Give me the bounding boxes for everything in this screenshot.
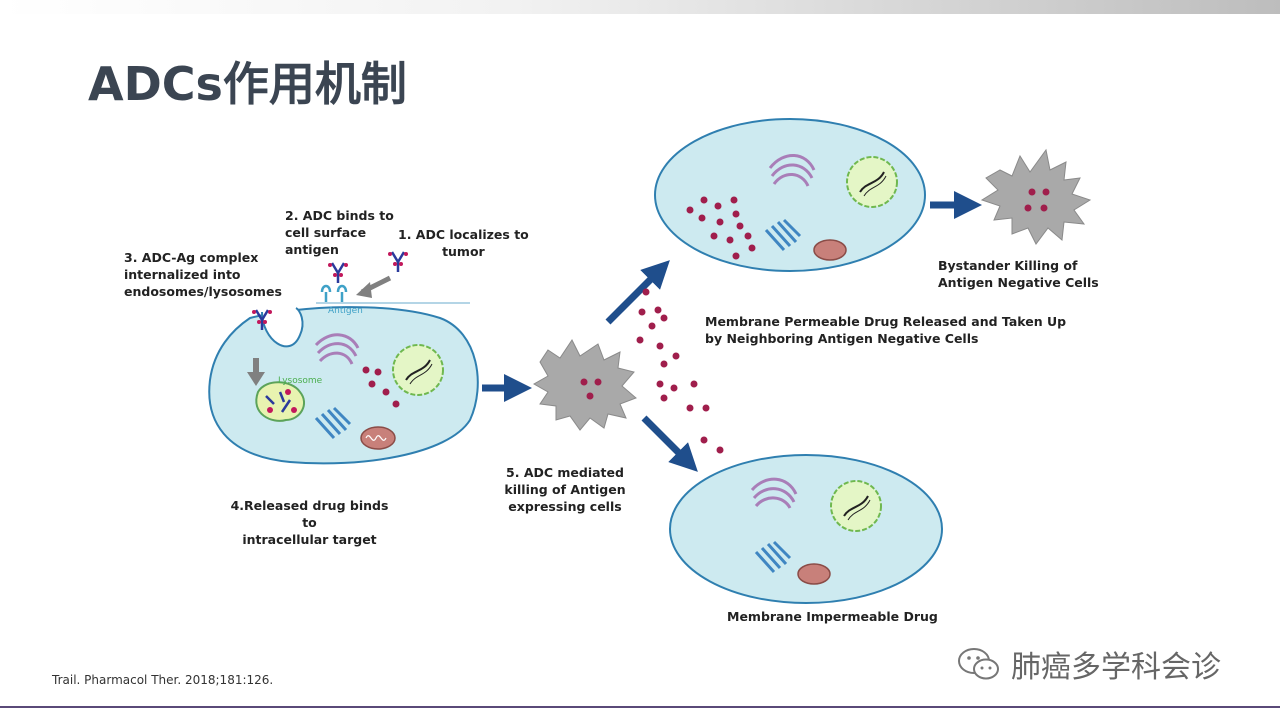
step4-label: 4.Released drug binds to intracellular t… bbox=[230, 498, 389, 547]
lysosome-icon bbox=[255, 381, 305, 422]
watermark-text: 肺癌多学科会诊 bbox=[1011, 650, 1221, 685]
bystander-killing-label: Bystander Killing of Antigen Negative Ce… bbox=[938, 258, 1099, 290]
bystander-killed-cell bbox=[980, 148, 1092, 245]
antigen-negative-cell-impermeable bbox=[669, 454, 943, 604]
step3-label: 3. ADC-Ag complex internalized into endo… bbox=[124, 250, 282, 299]
watermark: 肺癌多学科会诊 bbox=[955, 642, 1221, 686]
nucleus-icon bbox=[392, 344, 444, 396]
er-icon bbox=[314, 406, 352, 440]
step2-label: 2. ADC binds to cell surface antigen bbox=[285, 208, 394, 257]
citation: Trail. Pharmacol Ther. 2018;181:126. bbox=[52, 673, 274, 687]
top-gradient-bar bbox=[0, 0, 1280, 14]
bottom-divider bbox=[0, 706, 1280, 708]
arrow-to-permeable-cell bbox=[605, 260, 670, 325]
antigen-label: Antigen bbox=[328, 306, 363, 316]
step5-label: 5. ADC mediated killing of Antigen expre… bbox=[504, 465, 626, 514]
released-drug-dots bbox=[362, 366, 400, 408]
mitochondrion-icon bbox=[360, 426, 396, 450]
wechat-icon bbox=[958, 648, 999, 680]
membrane-permeable-label: Membrane Permeable Drug Released and Tak… bbox=[705, 314, 1067, 346]
killed-cell bbox=[532, 339, 637, 431]
arrow-to-impermeable-cell bbox=[641, 415, 698, 472]
membrane-impermeable-label: Membrane Impermeable Drug bbox=[727, 609, 938, 624]
slide-title: ADCs作用机制 bbox=[88, 57, 407, 111]
lysosome-label: Lysosome bbox=[278, 376, 323, 386]
diffusing-drug-dots bbox=[636, 288, 724, 454]
surface-adc-icon bbox=[320, 261, 350, 302]
step1-label: 1. ADC localizes to tumor bbox=[398, 227, 529, 259]
antigen-negative-cell-permeable bbox=[654, 118, 926, 272]
golgi-icon bbox=[314, 333, 360, 365]
